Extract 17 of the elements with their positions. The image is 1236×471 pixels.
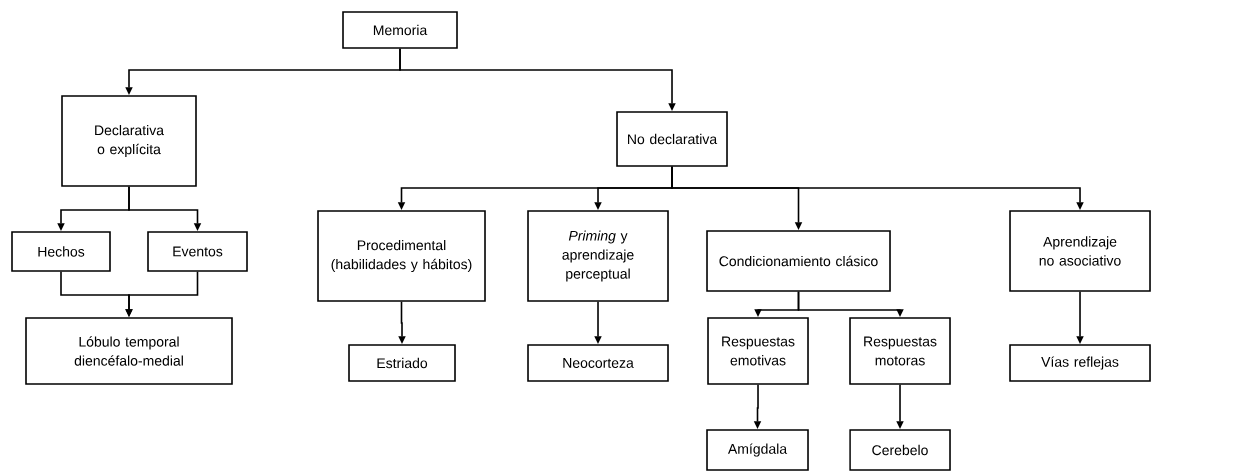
text-box: Priming y aprendizaje perceptual — [527, 210, 669, 302]
text-box: Procedimental (habilidades y hábitos) — [317, 210, 486, 302]
text-box: Amígdala — [706, 429, 809, 471]
text-box: Hechos — [11, 231, 111, 272]
text-box: Aprendizaje no asociativo — [1009, 210, 1151, 292]
text-box: Declarativa o explícita — [61, 95, 197, 187]
text-box: Respuestas motoras — [849, 317, 951, 385]
text-box: Estriado — [348, 344, 456, 382]
text-box: Vías reflejas — [1009, 344, 1151, 382]
text-box: Memoria — [342, 11, 458, 49]
text-box: Cerebelo — [849, 429, 951, 471]
text-box: Eventos — [147, 231, 248, 272]
text-box: Condicionamiento clásico — [706, 230, 891, 292]
text-box: No declarativa — [616, 111, 728, 167]
text-box: Lóbulo temporal diencéfalo-medial — [25, 317, 233, 385]
text-box: Respuestas emotivas — [707, 317, 809, 385]
text-box: Neocorteza — [527, 344, 669, 382]
